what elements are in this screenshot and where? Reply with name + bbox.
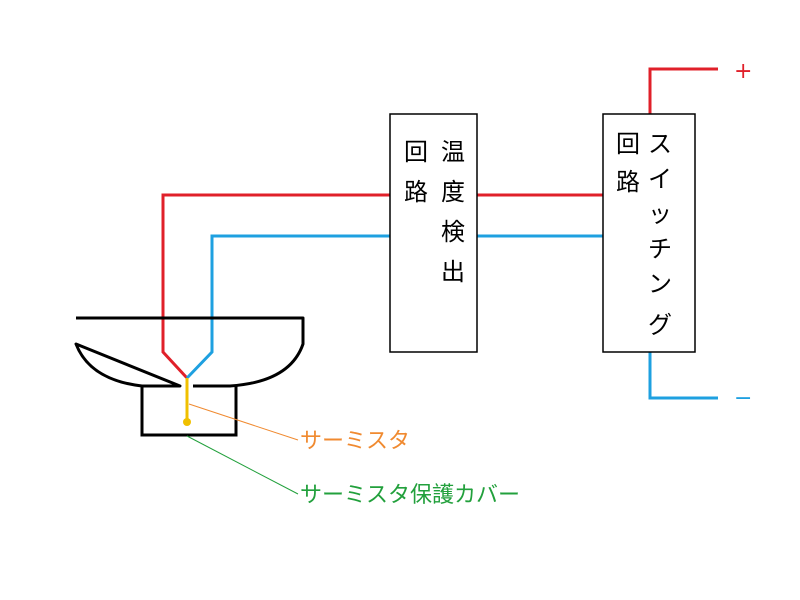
temp-label-char: 温 [441,138,465,166]
temp-label-char: 検 [441,218,465,246]
thermistor-bead [183,418,191,426]
switch-label-char: ン [648,270,672,298]
positive-wire-switch-to-terminal [648,67,718,114]
temperature-detection-circuit-label: 温 度 検 出 回 路 [404,138,465,286]
temp-label-char: 路 [404,178,428,206]
switch-label-char: ッ [648,200,672,228]
switching-circuit-label: ス イ ッ チ ン グ 回 路 [616,130,672,339]
thermistor-callout-label: サーミスタ [300,429,410,454]
negative-wire-switch-to-terminal [648,352,718,400]
negative-terminal-label: − [734,386,752,411]
switch-label-char: チ [648,235,672,263]
temp-label-char: 回 [404,138,428,166]
switch-label-char: ス [648,130,672,158]
switch-label-char: グ [648,311,672,339]
temp-label-char: 出 [441,258,465,286]
switching-circuit-box [602,113,696,353]
positive-wire-sensor-to-temp [161,193,390,380]
temp-label-char: 度 [441,178,465,206]
switch-label-char: イ [648,165,672,193]
thermistor-cover-callout-label: サーミスタ保護カバー [300,483,520,508]
positive-terminal-label: + [734,59,752,84]
negative-wire-sensor-to-temp [185,234,390,380]
sensor-housing [74,316,305,388]
switch-label-char: 回 [616,130,640,158]
thermistor-protective-cover [140,386,238,437]
thermistor-cover-callout-leader [186,435,299,495]
thermistor-callout-leader [188,403,299,441]
switch-label-char: 路 [616,168,640,196]
temperature-detection-circuit-box [389,113,478,353]
